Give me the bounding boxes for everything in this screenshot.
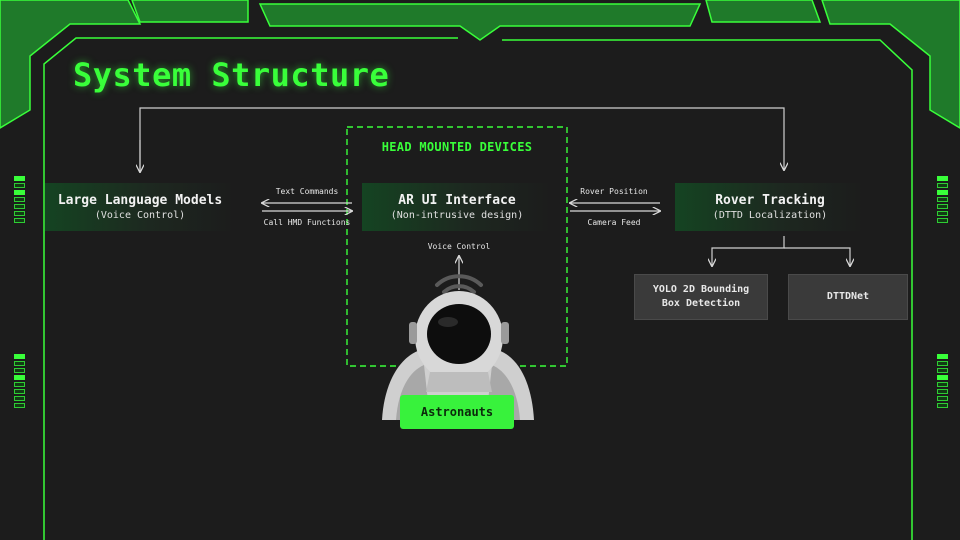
hmd-section-label: HEAD MOUNTED DEVICES (381, 140, 533, 154)
connector-top-loop-left (139, 107, 784, 170)
node-ar-ui-subtitle: (Non-intrusive design) (390, 209, 524, 221)
frame-top-tab-2 (258, 3, 702, 41)
node-rover-title: Rover Tracking (715, 192, 825, 208)
label-call-hmd-functions: Call HMD Functions (263, 218, 351, 227)
label-text-commands: Text Commands (275, 187, 339, 196)
node-rover-tracking: Rover Tracking (DTTD Localization) (675, 183, 865, 231)
connector-rover-split-right (784, 247, 850, 266)
frame-line-right (502, 39, 913, 540)
node-ar-ui-title: AR UI Interface (398, 192, 516, 208)
astronauts-label: Astronauts (400, 395, 514, 429)
label-camera-feed: Camera Feed (587, 218, 641, 227)
wifi-signal-icon (435, 274, 483, 294)
frame-top-tab-1 (131, 0, 249, 23)
led-strip-left-bottom (14, 354, 25, 410)
frame-top-left-panel (0, 0, 142, 129)
node-yolo-detection: YOLO 2D Bounding Box Detection (634, 274, 768, 320)
node-yolo-title-line1: YOLO 2D Bounding (652, 284, 750, 295)
node-large-language-models: Large Language Models (Voice Control) (45, 183, 235, 231)
label-rover-position: Rover Position (580, 187, 648, 196)
node-yolo-title-line2: Box Detection (661, 298, 741, 309)
frame-line-left (43, 37, 458, 540)
hmd-dashed-box (346, 126, 568, 367)
node-dttdnet-title: DTTDNet (826, 291, 870, 302)
led-strip-left-top (14, 176, 25, 225)
page-title: System Structure (73, 56, 390, 94)
label-voice-control: Voice Control (427, 242, 491, 251)
node-rover-subtitle: (DTTD Localization) (712, 209, 828, 221)
connector-rover-split (712, 236, 785, 266)
frame-top-tab-3 (705, 0, 822, 23)
frame-top-right-panel (821, 0, 960, 129)
led-strip-right-top (937, 176, 948, 225)
node-llm-subtitle: (Voice Control) (94, 209, 186, 221)
node-dttdnet: DTTDNet (788, 274, 908, 320)
node-llm-title: Large Language Models (57, 192, 223, 208)
led-strip-right-bottom (937, 354, 948, 410)
node-ar-ui-interface: AR UI Interface (Non-intrusive design) (362, 183, 552, 231)
